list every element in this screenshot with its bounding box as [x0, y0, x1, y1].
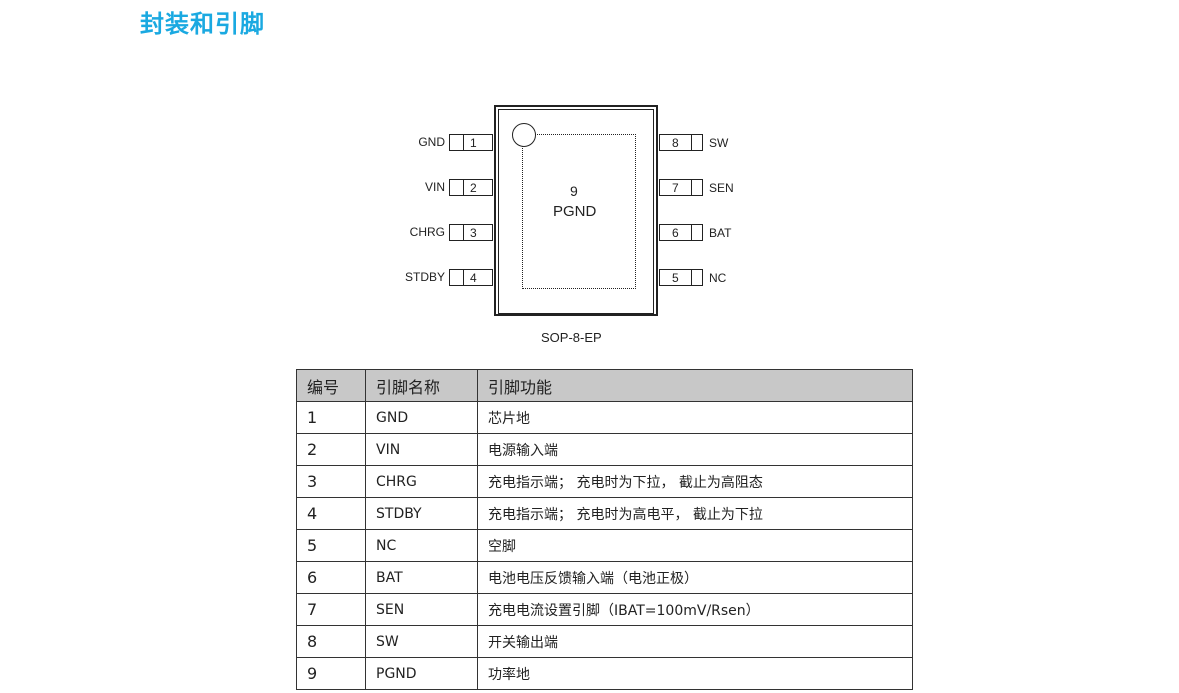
cell-number: 8	[296, 625, 366, 658]
cell-pin-name: PGND	[365, 657, 478, 690]
cell-function: 电池电压反馈输入端（电池正极）	[477, 561, 913, 594]
cell-number: 2	[296, 433, 366, 466]
pad-number: 9	[570, 183, 578, 199]
cell-number: 3	[296, 465, 366, 498]
cell-number: 4	[296, 497, 366, 530]
cell-pin-name: BAT	[365, 561, 478, 594]
pin-label: BAT	[709, 226, 732, 240]
cell-function: 开关输出端	[477, 625, 913, 658]
exposed-pad	[522, 134, 636, 289]
pin-label: GND	[418, 135, 445, 149]
pin1-marker-icon	[512, 123, 536, 147]
pin-2: 2	[449, 179, 493, 196]
cell-pin-name: SW	[365, 625, 478, 658]
pin-label: NC	[709, 271, 727, 285]
cell-pin-name: SEN	[365, 593, 478, 626]
pin-4: 4	[449, 269, 493, 286]
cell-number: 6	[296, 561, 366, 594]
cell-pin-name: GND	[365, 401, 478, 434]
cell-pin-name: CHRG	[365, 465, 478, 498]
pin-6: 6	[659, 224, 703, 241]
cell-function: 电源输入端	[477, 433, 913, 466]
chip-body-inner	[498, 109, 654, 314]
cell-function: 充电指示端； 充电时为下拉， 截止为高阻态	[477, 465, 913, 498]
pin-7: 7	[659, 179, 703, 196]
pin-8: 8	[659, 134, 703, 151]
pin-label: VIN	[424, 180, 445, 194]
cell-function: 芯片地	[477, 401, 913, 434]
cell-function: 空脚	[477, 529, 913, 562]
chip-body	[494, 105, 658, 316]
pin-3: 3	[449, 224, 493, 241]
cell-pin-name: NC	[365, 529, 478, 562]
header-number: 编号	[296, 369, 366, 402]
cell-function: 功率地	[477, 657, 913, 690]
pin-label: SW	[709, 136, 729, 150]
pin-label: CHRG	[409, 225, 445, 239]
pin-label: SEN	[709, 181, 734, 195]
cell-number: 5	[296, 529, 366, 562]
cell-number: 7	[296, 593, 366, 626]
cell-number: 9	[296, 657, 366, 690]
pin-1: 1	[449, 134, 493, 151]
cell-function: 充电指示端； 充电时为高电平， 截止为下拉	[477, 497, 913, 530]
cell-number: 1	[296, 401, 366, 434]
section-title: 封装和引脚	[140, 10, 265, 38]
header-pin-name: 引脚名称	[365, 369, 478, 402]
pin-label: STDBY	[404, 270, 445, 284]
cell-function: 充电电流设置引脚（IBAT=100mV/Rsen）	[477, 593, 913, 626]
package-name: SOP-8-EP	[541, 330, 602, 345]
cell-pin-name: STDBY	[365, 497, 478, 530]
pin-5: 5	[659, 269, 703, 286]
pad-name: PGND	[553, 203, 597, 220]
header-function: 引脚功能	[477, 369, 913, 402]
table-header: 编号 引脚名称 引脚功能	[296, 369, 913, 402]
cell-pin-name: VIN	[365, 433, 478, 466]
